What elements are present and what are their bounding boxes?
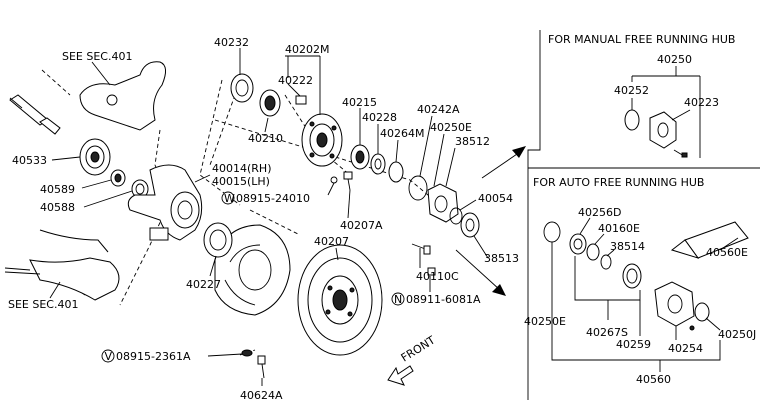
label-40207[interactable]: 40207 bbox=[314, 235, 349, 248]
washer-40228 bbox=[370, 153, 386, 175]
auto-38514 bbox=[600, 254, 612, 270]
auto-hub-body bbox=[654, 281, 695, 327]
dust-shield bbox=[214, 224, 291, 316]
auto-40259 bbox=[622, 263, 642, 289]
label-40267S[interactable]: 40267S bbox=[586, 326, 628, 339]
label-40227[interactable]: 40227 bbox=[186, 278, 221, 291]
label-40250[interactable]: 40250 bbox=[657, 53, 692, 66]
washer-08915-24010 bbox=[330, 176, 338, 184]
label-08915-2361A[interactable]: 08915-2361A bbox=[116, 350, 191, 363]
upper-arm bbox=[79, 61, 166, 131]
cap-38513 bbox=[460, 212, 480, 238]
nut-08911-6081A bbox=[427, 267, 436, 276]
front-label: FRONT bbox=[399, 333, 438, 364]
label-40250J[interactable]: 40250J bbox=[718, 328, 756, 341]
marker-v: V bbox=[101, 349, 115, 363]
auto-section-title: FOR AUTO FREE RUNNING HUB bbox=[533, 176, 704, 189]
marker-w: W bbox=[221, 191, 235, 205]
label-40242A[interactable]: 40242A bbox=[417, 103, 460, 116]
label-40015[interactable]: 40015(LH) bbox=[212, 175, 270, 188]
label-38514[interactable]: 38514 bbox=[610, 240, 645, 253]
label-08915-24010[interactable]: 08915-24010 bbox=[236, 192, 310, 205]
bolt-40624A bbox=[257, 355, 266, 379]
marker-w-letter: W bbox=[224, 192, 235, 205]
label-40110C[interactable]: 40110C bbox=[416, 270, 459, 283]
drive-shaft bbox=[9, 94, 61, 135]
nut-40264M bbox=[388, 161, 404, 183]
snap-ring-40242A bbox=[408, 175, 428, 201]
label-40589[interactable]: 40589 bbox=[40, 183, 75, 196]
seal-40227 bbox=[203, 222, 233, 258]
label-38513[interactable]: 38513 bbox=[484, 252, 519, 265]
label-40254[interactable]: 40254 bbox=[668, 342, 703, 355]
label-40250E-auto[interactable]: 40250E bbox=[524, 315, 566, 328]
washer-08915-2361A bbox=[241, 349, 253, 357]
bolt-40110C bbox=[411, 243, 431, 255]
steering-knuckle bbox=[127, 164, 203, 241]
label-40222[interactable]: 40222 bbox=[278, 74, 313, 87]
label-40259[interactable]: 40259 bbox=[616, 338, 651, 351]
label-40560E[interactable]: 40560E bbox=[706, 246, 748, 259]
grease-tube-40560E bbox=[670, 221, 749, 259]
arrow-to-auto bbox=[455, 249, 506, 296]
marker-v-letter: V bbox=[105, 350, 113, 363]
label-40624A[interactable]: 40624A bbox=[240, 389, 283, 402]
oring-40054 bbox=[449, 207, 463, 225]
label-40588[interactable]: 40588 bbox=[40, 201, 75, 214]
auto-40250J bbox=[689, 302, 710, 331]
bolt-40207A bbox=[343, 171, 353, 191]
marker-n-letter: N bbox=[394, 293, 402, 306]
manual-section-title: FOR MANUAL FREE RUNNING HUB bbox=[548, 33, 735, 46]
label-40232[interactable]: 40232 bbox=[214, 36, 249, 49]
bearing-40232 bbox=[230, 73, 254, 103]
lower-arm bbox=[4, 229, 120, 301]
auto-40256D bbox=[569, 233, 587, 255]
label-40202M[interactable]: 40202M bbox=[285, 43, 329, 56]
seal-40533 bbox=[79, 138, 111, 176]
hub-cap-assembly-top bbox=[427, 183, 459, 223]
front-arrow bbox=[387, 365, 414, 386]
manual-hub-detail bbox=[624, 109, 688, 158]
label-08911-6081A[interactable]: 08911-6081A bbox=[406, 293, 481, 306]
auto-snap-ring bbox=[543, 221, 561, 243]
label-40250E-top[interactable]: 40250E bbox=[430, 121, 472, 134]
brake-rotor bbox=[297, 244, 383, 356]
label-40560[interactable]: 40560 bbox=[636, 373, 671, 386]
see-sec-top[interactable]: SEE SEC.401 bbox=[62, 50, 133, 63]
bushing-40588 bbox=[131, 179, 149, 199]
label-40207A[interactable]: 40207A bbox=[340, 219, 383, 232]
section-frames bbox=[527, 30, 760, 400]
label-40160E[interactable]: 40160E bbox=[598, 222, 640, 235]
bolt-40222 bbox=[295, 95, 307, 105]
see-sec-bottom[interactable]: SEE SEC.401 bbox=[8, 298, 79, 311]
label-40533[interactable]: 40533 bbox=[12, 154, 47, 167]
hub-40202M bbox=[301, 113, 343, 167]
leader-lines bbox=[49, 48, 739, 386]
bearing-40589 bbox=[110, 169, 126, 187]
marker-n: N bbox=[391, 292, 405, 306]
label-40215[interactable]: 40215 bbox=[342, 96, 377, 109]
label-40264M[interactable]: 40264M bbox=[380, 127, 424, 140]
label-40054[interactable]: 40054 bbox=[478, 192, 513, 205]
label-40210[interactable]: 40210 bbox=[248, 132, 283, 145]
bearing-40215 bbox=[350, 144, 370, 170]
arrow-to-manual bbox=[481, 146, 526, 179]
label-40252[interactable]: 40252 bbox=[614, 84, 649, 97]
label-40014[interactable]: 40014(RH) bbox=[212, 162, 272, 175]
bearing-40210 bbox=[259, 89, 281, 117]
label-38512[interactable]: 38512 bbox=[455, 135, 490, 148]
label-40223[interactable]: 40223 bbox=[684, 96, 719, 109]
auto-40160E bbox=[586, 243, 600, 261]
label-40228[interactable]: 40228 bbox=[362, 111, 397, 124]
label-40256D[interactable]: 40256D bbox=[578, 206, 621, 219]
